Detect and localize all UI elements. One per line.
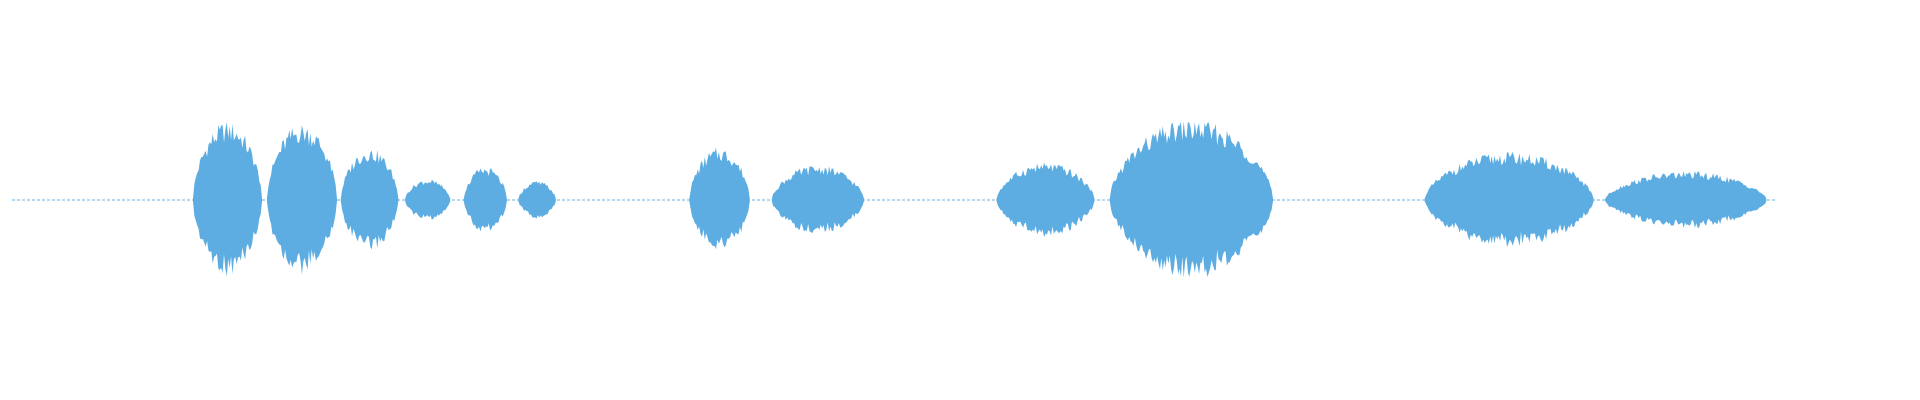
waveform-segment [1109,121,1273,278]
waveform-segment [689,147,750,250]
waveform-segment [340,149,399,250]
waveform-segment [1605,171,1767,229]
waveform-segment [996,162,1095,238]
waveform-segments [192,121,1767,278]
waveform-segment [192,122,263,277]
waveform-segment [405,179,451,220]
waveform-segment [266,125,337,275]
waveform-segment [771,166,864,234]
waveform-segment [1424,151,1594,248]
waveform-segment [463,168,507,232]
waveform-segment [518,181,556,219]
